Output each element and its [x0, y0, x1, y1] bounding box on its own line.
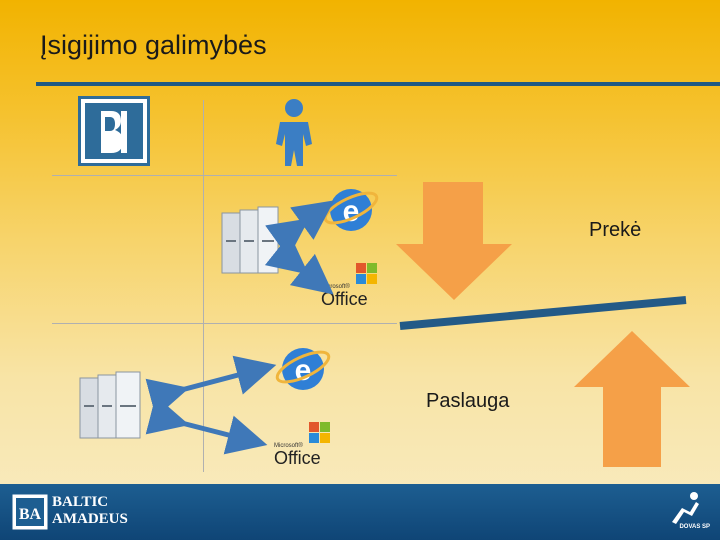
server-icon-top	[221, 206, 279, 274]
partner-name: DOVAS SP	[679, 524, 710, 530]
double-arrow-server-ie-top	[265, 200, 335, 258]
label-service: Paslauga	[426, 390, 510, 412]
grid-horizontal-line-top	[52, 175, 397, 176]
footer-bar: BA BALTIC AMADEUS DOVAS SP	[0, 484, 720, 540]
title-underline	[36, 82, 720, 86]
double-arrow-server-office-bottom	[145, 395, 268, 455]
baltic-amadeus-logo	[78, 96, 150, 166]
up-arrow-service	[574, 331, 690, 467]
office-logo-bottom-microsoft: Microsoft®	[274, 442, 303, 449]
svg-text:BA: BA	[19, 506, 42, 523]
internet-explorer-icon-bottom: e	[275, 348, 331, 390]
label-goods: Prekė	[589, 219, 642, 241]
separator-line	[399, 296, 687, 330]
partner-logo-icon	[672, 492, 699, 524]
double-arrow-server-ie-bottom	[145, 355, 277, 418]
office-logo-top-office: Office	[321, 289, 368, 309]
person-icon	[276, 99, 312, 166]
double-arrow-server-office-top	[264, 233, 334, 295]
office-logo-top	[356, 263, 377, 284]
office-logo-bottom	[309, 422, 330, 443]
internet-explorer-icon-top: e	[323, 189, 379, 231]
slide-title: Įsigijimo galimybės	[40, 30, 267, 60]
server-icon-bottom	[79, 371, 141, 439]
grid-vertical-line	[203, 100, 204, 472]
down-arrow-goods	[396, 182, 512, 300]
footer-company-line1: BALTIC	[52, 494, 109, 510]
office-logo-bottom-office: Office	[274, 448, 321, 468]
office-logo-top-microsoft: Microsoft®	[321, 283, 350, 290]
footer-logo-icon: BA	[12, 494, 48, 530]
grid-horizontal-line-middle	[52, 323, 397, 324]
footer-company-name: BALTIC AMADEUS	[52, 494, 128, 528]
footer-company-line2: AMADEUS	[52, 511, 128, 527]
